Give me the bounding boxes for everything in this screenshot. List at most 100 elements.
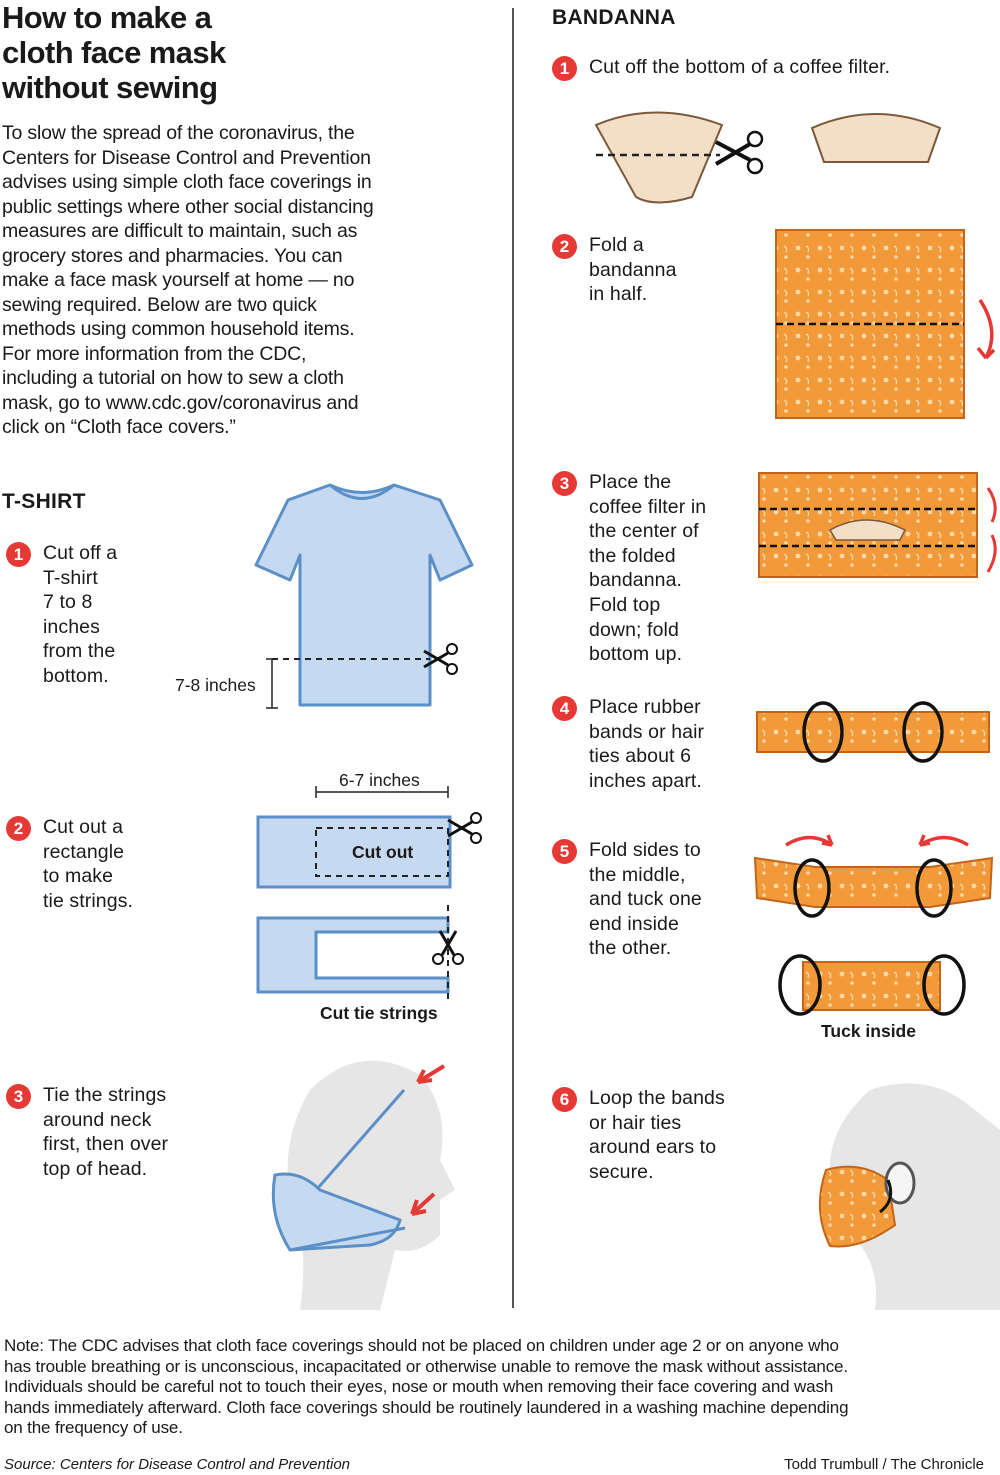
step-line: 7 to 8 — [43, 591, 93, 614]
cut-out-label: Cut out — [352, 842, 414, 862]
tuck-inside-label: Tuck inside — [821, 1021, 916, 1041]
tie-string — [316, 1089, 406, 1189]
title-line: cloth face mask — [2, 35, 226, 70]
cut-tie-strings-label: Cut tie strings — [320, 1003, 438, 1023]
ear-loop — [778, 954, 822, 1016]
step-line: Cut off the bottom of a coffee filter. — [589, 56, 891, 78]
step-line: bottom. — [43, 664, 109, 687]
step-line: end inside — [589, 912, 679, 935]
intro-line: advises using simple cloth face covering… — [2, 171, 372, 193]
tie-string — [289, 1226, 406, 1252]
note-line: Note: The CDC advises that cloth face co… — [4, 1336, 839, 1355]
bandanna-step-6: 6 Loop the bands or hair ties around ear… — [552, 1086, 725, 1184]
step-line: Cut out a — [43, 816, 124, 838]
step-number-badge: 5 — [552, 839, 577, 864]
bandanna-step-2: 2 Fold a bandanna in half. — [552, 233, 677, 307]
page-title: How to make a cloth face mask without se… — [2, 0, 226, 105]
coffee-filter — [594, 111, 724, 204]
intro-line: Centers for Disease Control and Preventi… — [2, 146, 371, 169]
step-line: Fold a — [589, 234, 644, 256]
fold-arrow-icon — [986, 534, 997, 573]
step-text: Place the coffee filter in the center of… — [589, 470, 706, 667]
bandanna-folding — [753, 856, 994, 908]
step-text: Cut out a rectangle to make tie strings. — [43, 815, 133, 913]
step-text: Cut off the bottom of a coffee filter. — [589, 55, 890, 80]
step-line: coffee filter in — [589, 495, 707, 518]
coffee-filter-placed — [828, 519, 907, 541]
step-line: rectangle — [43, 840, 125, 863]
intro-line: methods using common household items. — [2, 318, 355, 340]
step-number-badge: 2 — [552, 234, 577, 259]
step-text: Place rubber bands or hair ties about 6 … — [589, 695, 704, 793]
intro-paragraph: To slow the spread of the coronavirus, t… — [2, 121, 442, 440]
rubber-band — [793, 858, 831, 918]
bandanna-step-3: 3 Place the coffee filter in the center … — [552, 470, 706, 667]
intro-line: grocery stores and pharmacies. You can — [2, 244, 343, 267]
step-number-badge: 6 — [552, 1087, 577, 1112]
bandanna-strip — [756, 711, 990, 753]
step-line: Cut off a — [43, 542, 118, 564]
rubber-band — [915, 858, 953, 918]
step-line: Fold top — [589, 593, 661, 616]
head-silhouette — [829, 1083, 1000, 1310]
step-line: the other. — [589, 937, 672, 960]
intro-line: mask, go to www.cdc.gov/coronavirus and — [2, 391, 359, 414]
step-number-badge: 3 — [6, 1084, 31, 1109]
tshirt-step-3: 3 Tie the strings around neck first, the… — [6, 1083, 168, 1181]
intro-line: make a face mask yourself at home — no — [2, 269, 355, 291]
step-line: around ears to — [589, 1136, 717, 1159]
rubber-band — [802, 701, 844, 763]
scissors-icon — [423, 643, 458, 675]
bandanna-step-5: 5 Fold sides to the middle, and tuck one… — [552, 838, 702, 961]
intro-line: To slow the spread of the coronavirus, t… — [2, 122, 355, 144]
step-line: in half. — [589, 283, 648, 306]
step-line: or hair ties — [589, 1111, 682, 1134]
step-line: T-shirt — [43, 566, 98, 589]
scissors-icon — [447, 812, 482, 844]
step-line: bandanna — [589, 258, 677, 281]
step-text: Loop the bands or hair ties around ears … — [589, 1086, 725, 1184]
step-number-badge: 2 — [6, 816, 31, 841]
tie-strings-shape — [256, 916, 450, 994]
step-line: Tie the strings — [43, 1084, 167, 1106]
step-line: tie strings. — [43, 889, 134, 912]
cut-out-outline — [315, 827, 449, 877]
title-line: How to make a — [2, 0, 212, 35]
note-paragraph: Note: The CDC advises that cloth face co… — [4, 1336, 996, 1439]
step-line: from the — [43, 640, 116, 663]
step-line: Place rubber — [589, 696, 701, 718]
scissors-icon — [714, 130, 764, 175]
step-line: the center of — [589, 520, 699, 543]
step-line: and tuck one — [589, 888, 702, 911]
tshirt-step-1: 1 Cut off a T-shirt 7 to 8 inches from t… — [6, 541, 117, 689]
step-line: the middle, — [589, 863, 686, 886]
step-number-badge: 1 — [552, 56, 577, 81]
step-line: bands or hair — [589, 720, 705, 743]
step-line: inches — [43, 615, 100, 638]
intro-line: measures are difficult to maintain, such… — [2, 220, 358, 242]
step-text: Cut off a T-shirt 7 to 8 inches from the… — [43, 541, 117, 689]
step-line: top of head. — [43, 1157, 148, 1180]
note-line: Individuals should be careful not to tou… — [4, 1377, 834, 1397]
arrow-icon — [410, 1192, 436, 1216]
intro-line: click on “Cloth face covers.” — [2, 416, 236, 438]
step-line: ties about 6 — [589, 745, 692, 768]
step-line: Fold sides to — [589, 839, 701, 861]
step-line: secure. — [589, 1160, 654, 1183]
step-text: Fold a bandanna in half. — [589, 233, 677, 307]
rect-width-label: 6-7 inches — [339, 770, 420, 790]
note-line: has trouble breathing or is unconscious,… — [4, 1356, 848, 1376]
step-line: Place the — [589, 471, 672, 493]
tshirt-step-2: 2 Cut out a rectangle to make tie string… — [6, 815, 133, 913]
arrow-icon — [416, 1064, 446, 1084]
title-line: without sewing — [2, 70, 218, 105]
fold-arrow-icon — [978, 299, 994, 359]
step-number-badge: 1 — [6, 542, 31, 567]
step-text: Fold sides to the middle, and tuck one e… — [589, 838, 702, 961]
tshirt-heading: T-SHIRT — [2, 490, 86, 513]
tshirt-collar — [329, 483, 395, 500]
step-line: around neck — [43, 1108, 152, 1131]
intro-line: sewing required. Below are two quick — [2, 293, 317, 316]
